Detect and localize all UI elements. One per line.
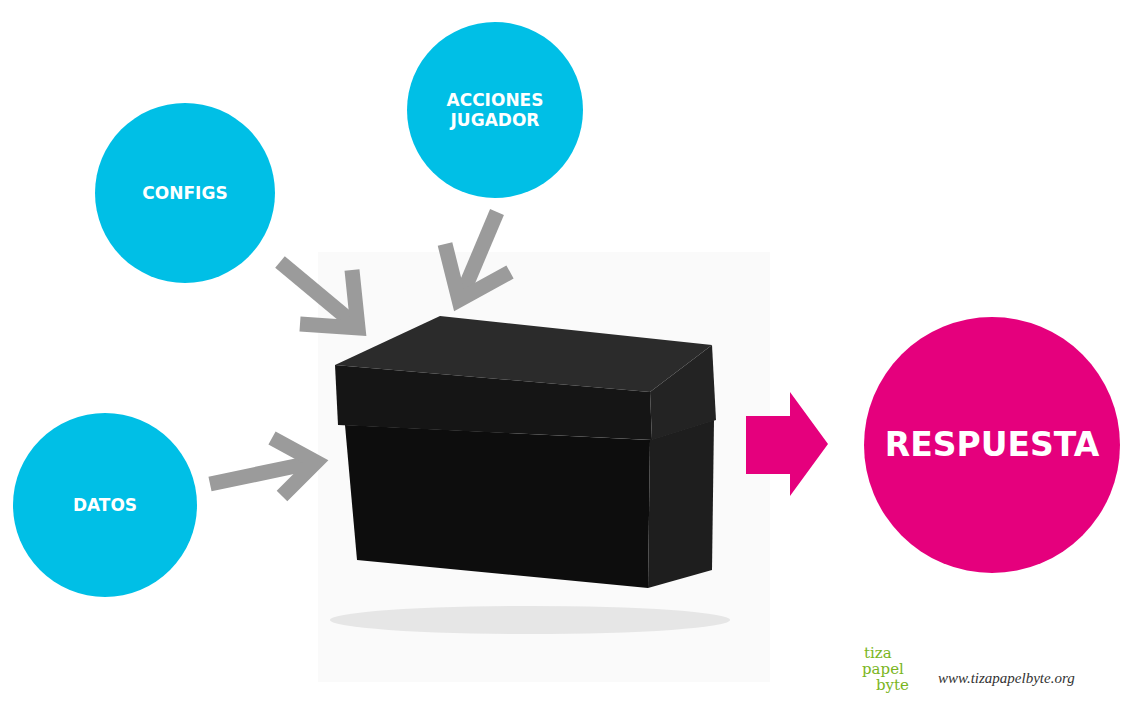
arrow-head xyxy=(300,270,358,328)
box-shadow xyxy=(330,606,730,634)
box-lid-front xyxy=(335,365,652,440)
logo-word: byte xyxy=(876,678,909,693)
box-body-front xyxy=(345,425,650,588)
circle-label: ACCIONES JUGADOR xyxy=(435,90,555,131)
logo-word: tiza xyxy=(864,646,892,661)
circle-label: DATOS xyxy=(73,495,137,515)
output-circle: RESPUESTA xyxy=(864,317,1120,573)
input-circle: DATOS xyxy=(13,413,197,597)
circle-fill xyxy=(95,103,275,283)
website-url: www.tizapapelbyte.org xyxy=(938,671,1075,686)
circle-fill xyxy=(13,413,197,597)
block-arrow xyxy=(746,392,828,496)
circle-fill xyxy=(407,22,583,198)
circle-label: CONFIGS xyxy=(142,183,227,203)
photo-ground xyxy=(318,252,770,682)
logo-word: papel xyxy=(862,662,904,677)
arrow-head xyxy=(445,244,510,300)
arrow-head xyxy=(272,438,316,496)
box-lid-side xyxy=(650,345,716,440)
circle-fill xyxy=(864,317,1120,573)
input-circle: ACCIONES JUGADOR xyxy=(407,22,583,198)
box-body-side xyxy=(648,420,714,588)
arrow-shaft xyxy=(280,262,352,322)
circle-label: RESPUESTA xyxy=(885,425,1100,465)
input-circle: CONFIGS xyxy=(95,103,275,283)
